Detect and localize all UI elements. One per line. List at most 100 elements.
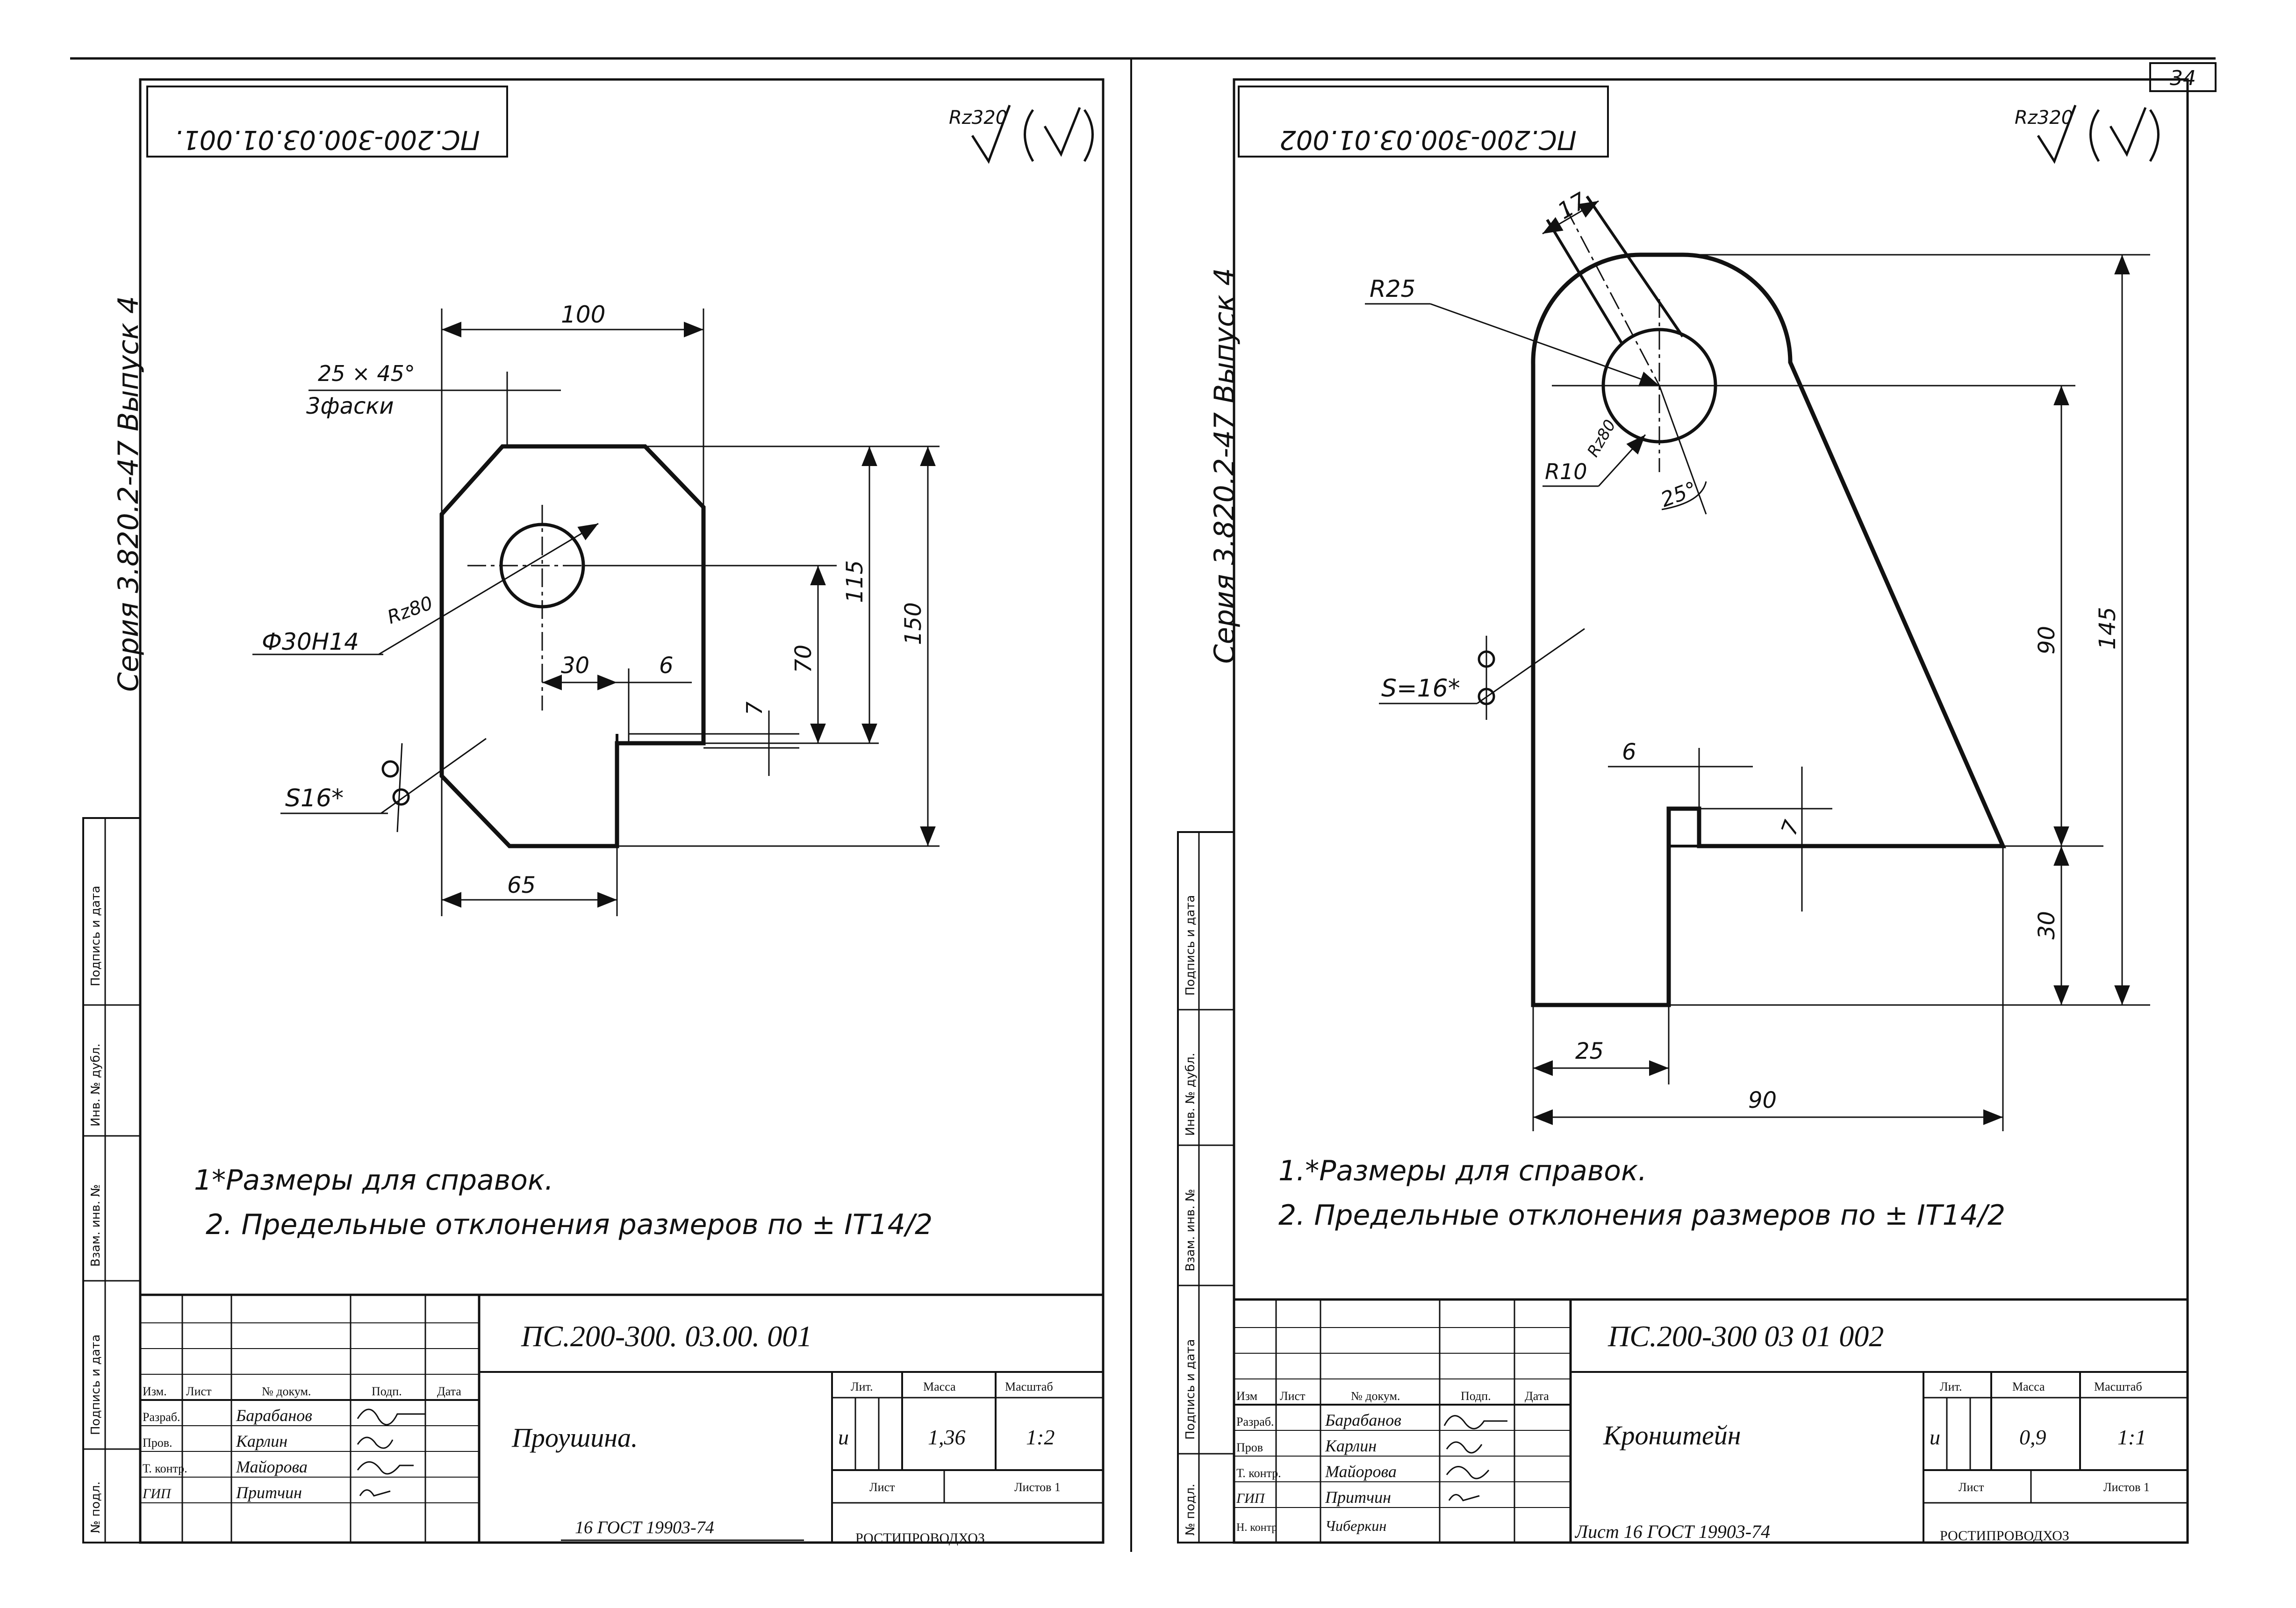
right-tb-name-4: Чиберкин: [1325, 1517, 1386, 1534]
left-title-block: Изм. Лист № докум. Подп. Дата Разраб. Ба…: [140, 1293, 1103, 1546]
left-roughness-bracket: [1024, 107, 1094, 162]
left-sheets-label: Листов 1: [1014, 1480, 1061, 1494]
left-stamp-3: Взам. инв. №: [89, 1184, 103, 1267]
left-scale-value: 1:2: [1026, 1425, 1055, 1449]
right-stamp-5: № подл.: [1184, 1484, 1198, 1536]
right-tb-name-0: Барабанов: [1325, 1411, 1401, 1429]
right-tb-h3: Подп.: [1461, 1389, 1491, 1403]
right-tb-name-2: Майорова: [1325, 1462, 1397, 1481]
right-sheet-label: Лист: [1959, 1480, 1984, 1494]
left-stamp-2: Инв. № дубл.: [89, 1043, 103, 1127]
left-tb-name-1: Карлин: [236, 1432, 287, 1450]
right-org: РОСТИПРОВОДХОЗ: [1940, 1528, 2069, 1543]
right-tb-h0: Изм: [1236, 1389, 1257, 1403]
left-tb-h0: Изм.: [143, 1385, 167, 1398]
right-tb-h2: № докум.: [1351, 1389, 1400, 1403]
left-tb-role-3: ГИП: [142, 1486, 172, 1501]
left-dim-70-text: 70: [790, 645, 817, 673]
left-note-2: 2. Предельные отклонения размеров по ± I…: [206, 1208, 933, 1241]
right-sheet: ПС.200-300.03.01.002 Rz320 Серия 3.820.2…: [1177, 78, 2189, 1544]
right-roughness-check: [2037, 105, 2077, 164]
left-side-stamps: Подпись и дата Инв. № дубл. Взам. инв. №…: [82, 817, 141, 1543]
right-note-1: 1.*Размеры для справок.: [1278, 1155, 1647, 1187]
right-sheets-label: Листов 1: [2103, 1480, 2150, 1494]
right-scale-value: 1:1: [2117, 1425, 2146, 1449]
left-dim-30-text: 30: [561, 653, 589, 679]
right-dim-17: [1542, 200, 1599, 235]
right-slot-center: [1565, 208, 1660, 386]
right-dim-7-text: 7: [1776, 817, 1805, 839]
left-chamfer-note: 3фаски: [306, 393, 394, 419]
right-stamp-4: Подпись и дата: [1184, 1339, 1198, 1440]
right-tb-h4: Дата: [1525, 1389, 1549, 1403]
right-title-block: Изм Лист № докум. Подп. Дата Разраб. Бар…: [1234, 1298, 2188, 1543]
left-hole-rough: Rz80: [385, 592, 436, 628]
left-signature-0: [357, 1408, 425, 1426]
left-lit-label: Лит.: [851, 1380, 873, 1393]
left-roughness-check: [971, 105, 1011, 164]
right-r10-leader: [1598, 434, 1646, 487]
right-designation-title: ПС.200-300 03 01 002: [1607, 1320, 1884, 1353]
left-stamp-4: Подпись и дата: [89, 1335, 103, 1435]
right-designation-rotated: ПС.200-300.03.01.002: [1279, 124, 1577, 155]
right-dim-90h-text: 90: [1748, 1087, 1777, 1113]
right-mass-value: 0,9: [2019, 1425, 2046, 1449]
right-material: Лист 16 ГОСТ 19903-74: [1574, 1521, 1770, 1542]
left-signature-2: [357, 1461, 414, 1475]
right-tb-role-0: Разраб.: [1236, 1415, 1274, 1429]
left-part-outline: [439, 444, 706, 848]
left-thickness-mark-a: [381, 760, 399, 778]
left-tb-role-0: Разраб.: [143, 1410, 180, 1424]
right-series: Серия 3.820.2-47 Выпуск 4: [1208, 268, 1241, 664]
left-signature-1: [357, 1436, 394, 1449]
right-scale-label: Масштаб: [2094, 1380, 2142, 1393]
left-sheet: ПС.200-300.03.01.001. Rz320 Серия 3.820.…: [82, 78, 1105, 1546]
right-slot-edge-a: [1546, 219, 1623, 345]
right-angle-line: [1658, 385, 1707, 515]
left-tb-name-0: Барабанов: [236, 1406, 312, 1425]
left-tb-role-2: Т. контр.: [143, 1462, 187, 1475]
left-sheet-label: Лист: [869, 1480, 895, 1494]
right-signature-2: [1446, 1466, 1490, 1479]
right-mass-label: Масса: [2012, 1380, 2045, 1393]
left-stamp-5: № подл.: [89, 1481, 103, 1533]
right-r25-leader: [1430, 303, 1660, 387]
left-series: Серия 3.820.2-47 Выпуск 4: [112, 296, 145, 692]
left-note-1: 1*Размеры для справок.: [194, 1164, 553, 1197]
right-stamp-3: Взам. инв. №: [1184, 1189, 1198, 1271]
left-dim-65-text: 65: [507, 872, 536, 898]
left-hole-text: Ф30Н14: [262, 628, 359, 655]
right-dim-6-text: 6: [1622, 739, 1636, 765]
right-signature-1: [1446, 1441, 1483, 1454]
right-slot-edge-b: [1586, 195, 1684, 337]
right-roughness-bracket: [2089, 107, 2160, 162]
right-tb-h1: Лист: [1280, 1389, 1305, 1403]
left-hole-leader: [378, 523, 599, 655]
left-org: РОСТИПРОВОДХОЗ: [855, 1530, 985, 1546]
left-signature-3: [359, 1489, 391, 1497]
right-dim-145-text: 145: [2095, 607, 2121, 650]
right-lit-value: и: [1930, 1425, 1940, 1449]
right-tb-role-4: Н. контр: [1236, 1522, 1277, 1534]
left-tb-h2: № докум.: [262, 1385, 311, 1398]
left-frame: [139, 78, 1105, 1544]
right-tb-name-1: Карлин: [1325, 1436, 1377, 1455]
left-thickness-text: S16*: [285, 784, 344, 812]
left-thickness-tick: [396, 743, 403, 833]
left-mass-value: 1,36: [928, 1425, 966, 1449]
right-tb-name-3: Притчин: [1325, 1488, 1391, 1507]
left-tb-h1: Лист: [186, 1385, 211, 1398]
right-r10-text: R10: [1545, 459, 1587, 484]
right-frame: [1233, 78, 2189, 1544]
right-lit-label: Лит.: [1940, 1380, 1962, 1393]
left-tb-h3: Подп.: [372, 1385, 402, 1398]
left-thickness-mark-b: [392, 788, 410, 806]
left-stamp-1: Подпись и дата: [89, 886, 103, 986]
right-r25-text: R25: [1370, 275, 1415, 302]
right-note-2: 2. Предельные отклонения размеров по ± I…: [1278, 1199, 2005, 1232]
left-dim-7-text: 7: [742, 702, 767, 715]
left-chamfer-text: 25 × 45°: [318, 361, 415, 386]
right-signature-0: [1443, 1415, 1507, 1429]
right-part-outline: [1531, 252, 2006, 1007]
